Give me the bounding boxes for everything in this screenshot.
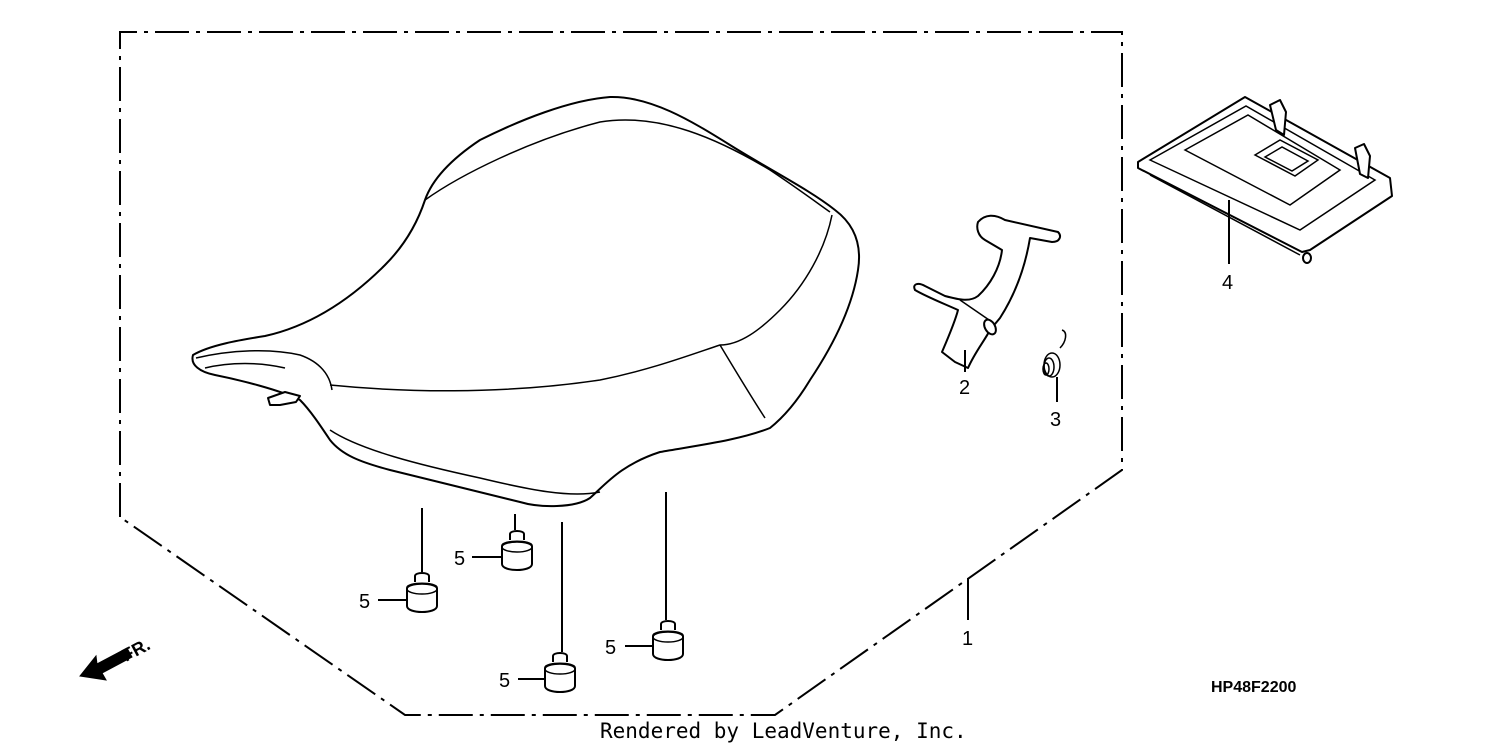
seat-lock-hook-drawing[interactable] xyxy=(913,214,1061,369)
spring-drawing[interactable] xyxy=(1042,329,1067,378)
seat-drawing[interactable] xyxy=(191,95,861,508)
front-arrow-icon xyxy=(79,647,133,681)
cushion-d-drawing[interactable] xyxy=(652,620,684,661)
tray-drawing[interactable] xyxy=(1137,96,1393,264)
callout-tray: 4 xyxy=(1222,272,1233,294)
callout-cushion-b: 5 xyxy=(454,548,465,570)
cushion-b-drawing[interactable] xyxy=(501,530,533,571)
assembly-boundary xyxy=(119,31,1123,716)
diagram-code: HP48F2200 xyxy=(1211,679,1296,696)
front-direction-marker: FR. xyxy=(79,634,153,681)
callout-cushion-c: 5 xyxy=(499,670,510,692)
callout-seat-lock-hook: 2 xyxy=(959,377,970,399)
callout-cushion-d: 5 xyxy=(605,637,616,659)
callout-cushion-a: 5 xyxy=(359,591,370,613)
callout-spring: 3 xyxy=(1050,409,1061,431)
callout-seat-assembly: 1 xyxy=(962,628,973,650)
render-credit: Rendered by LeadVenture, Inc. xyxy=(600,719,967,743)
cushion-c-drawing[interactable] xyxy=(544,652,576,693)
cushion-a-drawing[interactable] xyxy=(406,572,438,613)
